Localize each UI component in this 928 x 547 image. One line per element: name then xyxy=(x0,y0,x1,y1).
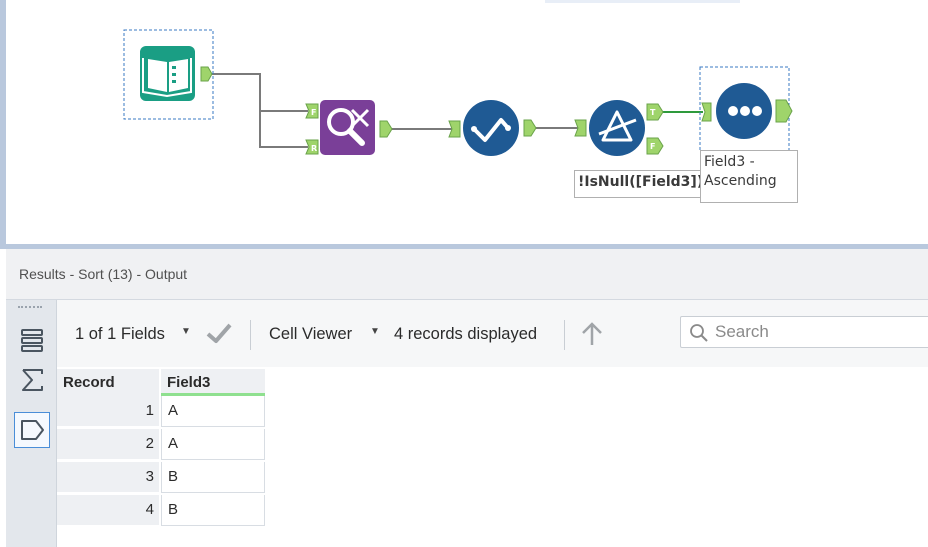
results-sidebar xyxy=(6,300,57,547)
filter-input-anchor xyxy=(574,119,587,137)
filter-tool[interactable] xyxy=(589,100,645,156)
select-input-anchor xyxy=(448,120,461,138)
field3-cell[interactable]: B xyxy=(161,495,265,526)
results-grid: Record Field3 1 A 2 A 3 B 4 B xyxy=(57,367,928,547)
records-count: 4 records displayed xyxy=(394,325,538,343)
table-view-icon[interactable] xyxy=(14,322,50,358)
input-tool-selection xyxy=(123,29,214,120)
input-data-tool[interactable] xyxy=(140,46,195,101)
select-tool[interactable] xyxy=(463,100,519,156)
join-r-anchor-label: R xyxy=(311,144,317,153)
metadata-tag-icon[interactable] xyxy=(14,412,50,448)
join-f-anchor xyxy=(305,103,319,119)
toolbar-separator xyxy=(250,320,251,350)
join-r-anchor xyxy=(305,139,319,155)
record-number-cell[interactable]: 2 xyxy=(57,429,159,460)
fields-selector[interactable]: 1 of 1 Fields xyxy=(75,325,165,343)
record-number-cell[interactable]: 4 xyxy=(57,495,159,526)
record-number-cell[interactable]: 1 xyxy=(57,396,159,427)
results-title: Results - Sort (13) - Output xyxy=(19,266,188,282)
select-output-anchor xyxy=(523,119,537,137)
field3-cell[interactable]: A xyxy=(161,429,265,460)
filter-true-anchor xyxy=(646,103,664,121)
record-number-cell[interactable]: 3 xyxy=(57,462,159,493)
field3-cell[interactable]: A xyxy=(161,396,265,427)
filter-true-anchor-label: T xyxy=(650,108,656,117)
apply-checkmark-icon[interactable] xyxy=(205,320,233,351)
filter-false-anchor xyxy=(646,137,664,155)
canvas-splitter[interactable] xyxy=(0,244,928,249)
search-input[interactable]: Search xyxy=(680,316,928,348)
find-replace-output-anchor xyxy=(379,120,393,138)
fields-dropdown-caret-icon[interactable]: ▼ xyxy=(181,326,191,337)
connection-input-to-r xyxy=(259,111,308,148)
sort-annotation: Field3 - Ascending xyxy=(700,150,798,203)
results-toolbar: 1 of 1 Fields ▼ Cell Viewer ▼ 4 records … xyxy=(57,300,928,367)
column-header-field3[interactable]: Field3 xyxy=(161,369,265,396)
filter-annotation: !IsNull([Field3]) xyxy=(574,170,703,198)
cell-viewer-selector[interactable]: Cell Viewer xyxy=(269,325,353,343)
scroll-up-arrow-icon[interactable] xyxy=(579,320,605,353)
cell-viewer-caret-icon[interactable]: ▼ xyxy=(370,326,380,337)
input-output-anchor xyxy=(200,66,213,82)
sidebar-grip[interactable] xyxy=(18,306,42,310)
search-icon xyxy=(689,323,709,348)
workflow-diagram: F R T F xyxy=(123,29,793,156)
summary-sigma-icon[interactable] xyxy=(14,362,50,398)
join-f-anchor-label: F xyxy=(311,108,316,117)
search-placeholder: Search xyxy=(715,322,769,341)
canvas-left-border xyxy=(0,0,6,244)
sort-input-anchor xyxy=(701,102,712,122)
canvas-top-strip xyxy=(545,0,740,3)
find-replace-tool[interactable] xyxy=(320,100,375,155)
sort-output-anchor xyxy=(775,99,793,123)
column-header-record[interactable]: Record xyxy=(57,369,159,396)
results-header: Results - Sort (13) - Output xyxy=(6,249,928,300)
field3-cell[interactable]: B xyxy=(161,462,265,493)
toolbar-separator xyxy=(564,320,565,350)
connection-input-to-f xyxy=(210,73,308,112)
filter-false-anchor-label: F xyxy=(650,142,655,151)
sort-tool[interactable] xyxy=(716,83,772,139)
